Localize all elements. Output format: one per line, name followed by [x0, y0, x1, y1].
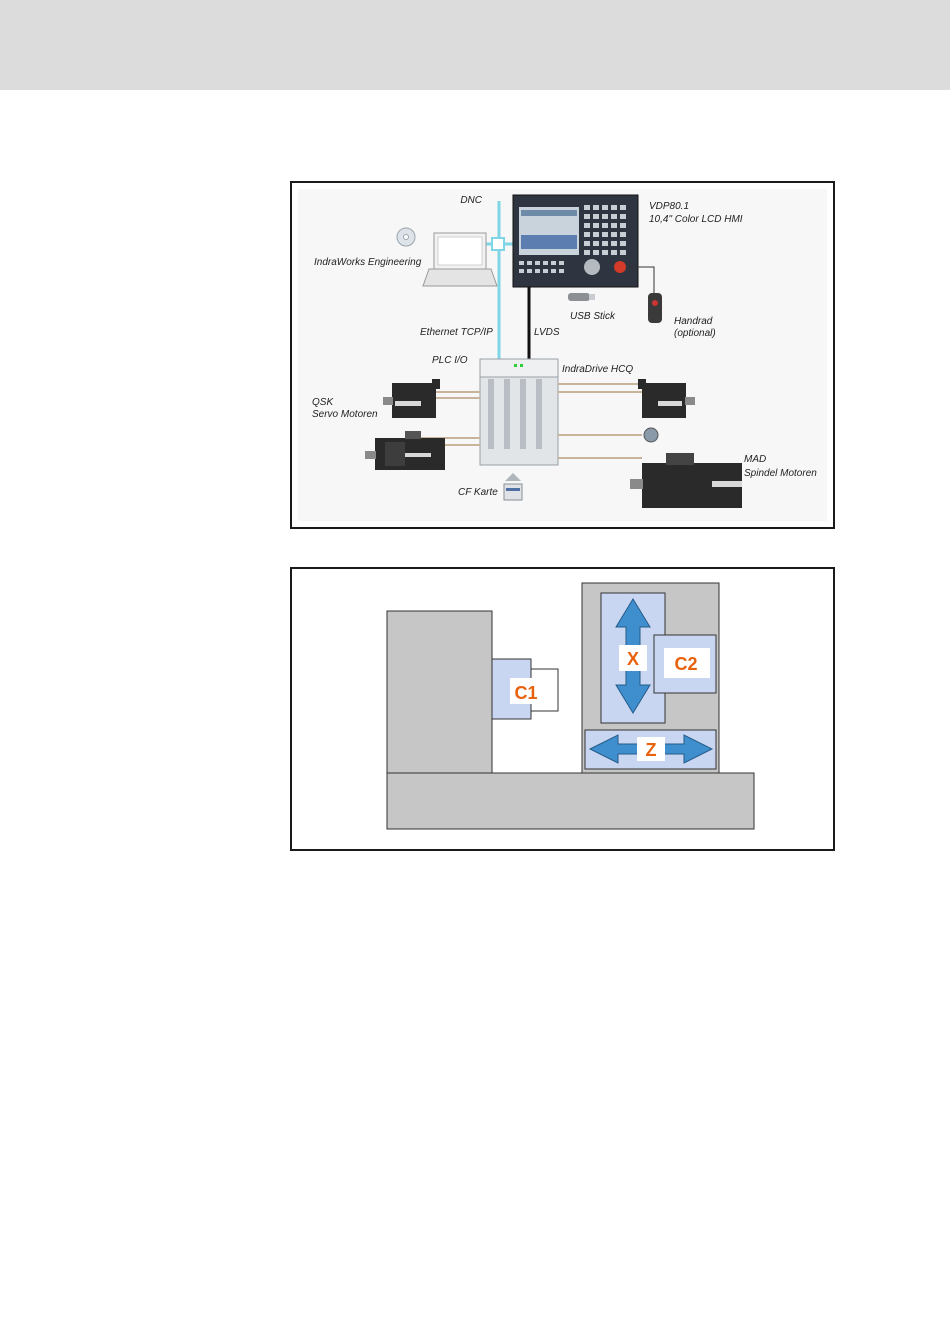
z-axis-label: Z	[646, 740, 657, 760]
lvds-label: LVDS	[534, 327, 560, 338]
c1-label: C1	[514, 683, 537, 703]
hmi-model-label: VDP80.1	[649, 201, 689, 212]
handrad-label: Handrad	[674, 316, 713, 327]
c2-label: C2	[674, 654, 697, 674]
system-overview-figure: DNC VDP80.1 10,4" Color LCD HMI IndraWor…	[290, 181, 835, 529]
handrad-optional-label: (optional)	[674, 328, 716, 339]
vdp80-hmi-panel	[513, 195, 638, 287]
machine-bed	[387, 773, 754, 829]
x-axis-label: X	[627, 649, 639, 669]
dnc-label: DNC	[460, 195, 482, 206]
encoder-icon	[644, 428, 658, 442]
usb-stick-icon	[568, 293, 595, 301]
servo-motoren-label: Servo Motoren	[312, 409, 378, 420]
machine-axes-svg: C1 X C2 Z	[292, 569, 833, 849]
qsk-label: QSK	[312, 397, 334, 408]
indraworks-label: IndraWorks Engineering	[314, 257, 422, 268]
cf-karte-label: CF Karte	[458, 487, 498, 498]
cd-icon	[397, 228, 415, 246]
usb-stick-label: USB Stick	[570, 311, 616, 322]
headstock	[387, 611, 492, 773]
mad-label: MAD	[744, 454, 766, 465]
system-overview-svg: DNC VDP80.1 10,4" Color LCD HMI IndraWor…	[292, 183, 833, 527]
laptop-icon	[423, 233, 497, 286]
plc-io-label: PLC I/O	[432, 355, 468, 366]
page-header-band	[0, 0, 950, 90]
indradrive-label: IndraDrive HCQ	[562, 364, 633, 375]
ethernet-label: Ethernet TCP/IP	[420, 327, 493, 338]
spindel-motoren-label: Spindel Motoren	[744, 468, 817, 479]
indradrive-unit	[480, 359, 558, 465]
hmi-desc-label: 10,4" Color LCD HMI	[649, 214, 743, 225]
machine-axes-figure: C1 X C2 Z	[290, 567, 835, 851]
